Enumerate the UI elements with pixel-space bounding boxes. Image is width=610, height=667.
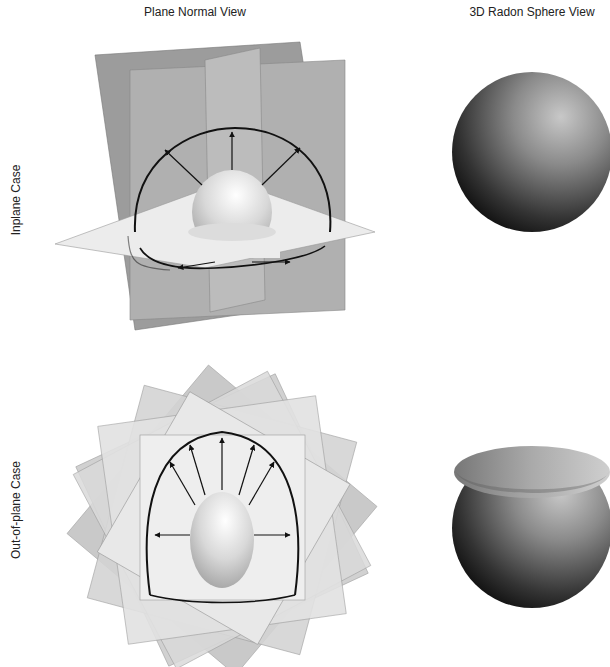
column-header: Plane Normal View (144, 5, 246, 19)
column-header: 3D Radon Sphere View (469, 5, 594, 19)
row-label: Out-of-plane Case (9, 461, 23, 559)
out-of-plane-surface (147, 432, 299, 603)
out-of-plane-planes (67, 365, 377, 667)
radon-sphere (452, 72, 610, 232)
inplane-planes (55, 42, 375, 330)
row-label: Inplane Case (9, 165, 23, 236)
cut-radon-sphere (452, 446, 610, 608)
